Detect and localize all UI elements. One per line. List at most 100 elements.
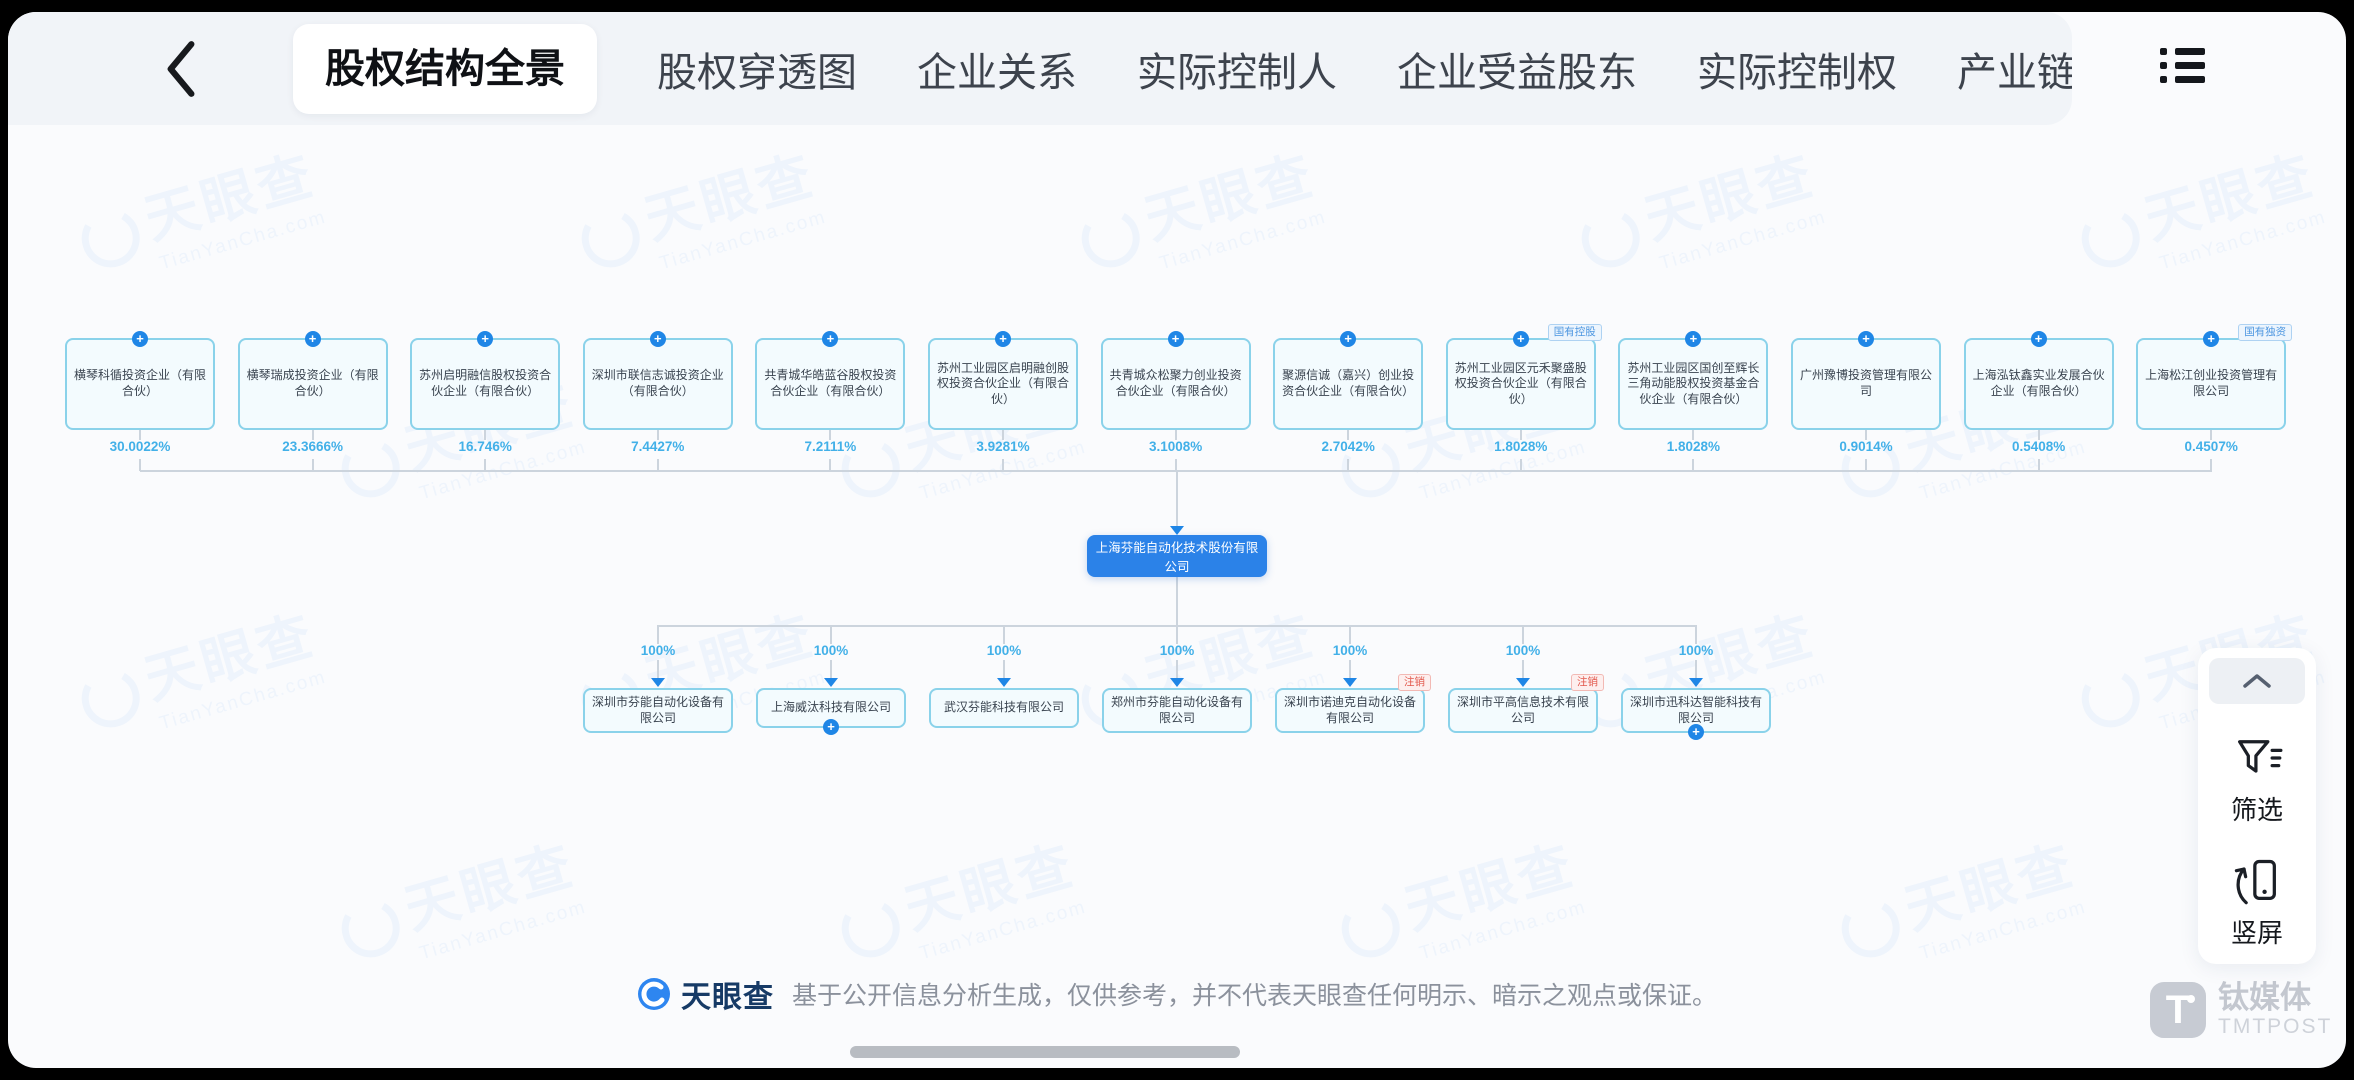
connector-line xyxy=(1347,459,1350,471)
connector-line xyxy=(139,459,141,471)
filter-funnel-icon xyxy=(2238,740,2283,773)
ownership-percent: 100% xyxy=(1505,643,1541,658)
tab-item[interactable]: 实际控制人 xyxy=(1137,50,1337,95)
tab-item[interactable]: 产业链图 xyxy=(1957,50,2072,95)
rotate-screen-tool-button[interactable]: 竖屏 xyxy=(2231,855,2283,950)
subsidiary-node[interactable]: 深圳市平高信息技术有限公司 注销 xyxy=(1448,674,1604,734)
shareholder-node[interactable]: 苏州工业园区国创至辉长三角动能股权投资基金合伙企业（有限合伙）+ xyxy=(1618,331,1769,430)
shareholder-cell: 上海松江创业投资管理有限公司 + 国有独资 xyxy=(2136,324,2293,430)
subsidiary-node[interactable]: 上海威汰科技有限公司+ xyxy=(756,688,906,735)
connector-line xyxy=(1176,625,1178,644)
filter-tool-button[interactable]: 筛选 xyxy=(2231,732,2283,827)
tab-item[interactable]: 企业受益股东 xyxy=(1397,50,1637,95)
disclaimer-text: 基于公开信息分析生成，仅供参考，并不代表天眼查任何明示、暗示之观点或保证。 xyxy=(791,982,1717,1010)
tab-item[interactable]: 企业关系 xyxy=(917,50,1077,95)
shareholder-cell: 苏州启明融信股权投资合伙企业（有限合伙）+ xyxy=(410,331,561,430)
shareholder-node[interactable]: 横琴瑞成投资企业（有限合伙）+ xyxy=(237,331,388,430)
subsidiary-node[interactable]: 深圳市芬能自动化设备有限公司 xyxy=(583,688,733,734)
status-tag: 注销 xyxy=(1571,674,1604,692)
expand-plus-icon[interactable]: + xyxy=(1688,724,1704,741)
subsidiary-node-label: 深圳市平高信息技术有限公司 xyxy=(1456,695,1589,725)
shareholder-cell: 苏州工业园区元禾聚盛股权投资合伙企业（有限合伙）+国有控股 xyxy=(1445,324,1602,430)
subsidiary-cell: 深圳市迅科达智能科技有限公司+ xyxy=(1621,688,1771,741)
tab-item[interactable]: 实际控制权 xyxy=(1697,50,1897,95)
subsidiary-node-label: 深圳市诺迪克自动化设备有限公司 xyxy=(1283,695,1416,725)
shareholder-node[interactable]: 深圳市联信志诚投资企业（有限合伙） + xyxy=(582,331,733,430)
shareholder-node-label: 深圳市联信志诚投资企业（有限合伙） xyxy=(591,368,724,398)
subsidiary-cell: 深圳市诺迪克自动化设备有限公司 注销 xyxy=(1275,674,1431,734)
shareholder-percent: 3.1008% xyxy=(1148,439,1203,454)
tmtpost-name: 钛媒体 xyxy=(2218,980,2311,1015)
rotate-label: 竖屏 xyxy=(2230,918,2283,948)
expand-plus-icon[interactable]: + xyxy=(2203,331,2220,347)
expand-plus-icon[interactable]: + xyxy=(477,331,494,347)
connector-line xyxy=(1865,459,1867,471)
expand-plus-icon[interactable]: + xyxy=(1340,331,1357,347)
list-menu-button[interactable] xyxy=(2160,48,2212,94)
connector-line xyxy=(2210,430,2213,440)
shareholder-node-label: 共青城华皓蓝谷股权投资合伙企业（有限合伙） xyxy=(764,368,897,398)
shareholder-node[interactable]: 共青城华皓蓝谷股权投资合伙企业（有限合伙） + xyxy=(755,331,906,430)
connector-line xyxy=(1002,430,1004,440)
horizontal-scrollbar[interactable] xyxy=(850,1046,1240,1058)
chevron-up-icon xyxy=(2243,674,2271,688)
shareholder-node[interactable]: 苏州启明融信股权投资合伙企业（有限合伙）+ xyxy=(410,331,561,430)
expand-plus-icon[interactable]: + xyxy=(1858,331,1874,347)
shareholder-node[interactable]: 上海泓钛鑫实业发展合伙企业（有限合伙）+ xyxy=(1963,331,2114,430)
subsidiary-node[interactable]: 郑州市芬能自动化设备有限公司 xyxy=(1102,688,1252,734)
shareholder-node[interactable]: 苏州工业园区元禾聚盛股权投资合伙企业（有限合伙）+国有控股 xyxy=(1445,324,1602,430)
equity-structure-canvas[interactable]: 30.0022% 横琴科循投资企业（有限合伙）+ 23.3666% 横琴瑞成投资企业（… xyxy=(8,12,2346,1068)
back-button[interactable] xyxy=(160,38,200,100)
shareholder-node[interactable]: 共青城众松聚力创业投资合伙企业（有限合伙）+ xyxy=(1100,331,1251,430)
shareholder-cell: 深圳市联信志诚投资企业（有限合伙） + xyxy=(582,331,733,430)
expand-plus-icon[interactable]: + xyxy=(822,331,839,347)
subsidiary-node[interactable]: 武汉芬能科技有限公司 xyxy=(929,688,1079,728)
shareholder-percent: 23.3666% xyxy=(282,439,343,454)
subsidiary-node-label: 武汉芬能科技有限公司 xyxy=(943,700,1064,715)
expand-plus-icon[interactable]: + xyxy=(1512,331,1529,347)
company-node[interactable]: 上海芬能自动化技术股份有限公司 xyxy=(1087,535,1267,577)
expand-plus-icon[interactable]: + xyxy=(1167,331,1184,347)
expand-plus-icon[interactable]: + xyxy=(132,331,148,347)
tab-item-active[interactable]: 股权结构全景 xyxy=(293,23,597,114)
shareholder-node[interactable]: 横琴科循投资企业（有限合伙）+ xyxy=(65,331,215,430)
connector-line xyxy=(656,459,659,471)
status-tag: 注销 xyxy=(1398,674,1431,692)
expand-plus-icon[interactable]: + xyxy=(823,719,839,735)
connector-line xyxy=(1692,430,1695,440)
subsidiary-cell: 郑州市芬能自动化设备有限公司 xyxy=(1102,688,1252,734)
shareholder-node[interactable]: 苏州工业园区启明融创股权投资合伙企业（有限合伙）+ xyxy=(928,331,1078,430)
connector-line xyxy=(829,430,832,440)
connector-line xyxy=(2210,459,2213,471)
expand-plus-icon[interactable]: + xyxy=(649,331,666,347)
tab-item[interactable]: 股权穿透图 xyxy=(657,50,857,95)
shareholder-node[interactable]: 聚源信诚（嘉兴）创业投资合伙企业（有限合伙）+ xyxy=(1273,331,1424,430)
shareholder-node[interactable]: 广州豫博投资管理有限公司+ xyxy=(1791,331,1941,430)
connector-line xyxy=(1695,660,1697,678)
shareholder-cell: 横琴科循投资企业（有限合伙）+ xyxy=(65,331,215,430)
expand-plus-icon[interactable]: + xyxy=(304,331,321,347)
arrow-down-icon xyxy=(824,678,838,687)
shareholder-node[interactable]: 上海松江创业投资管理有限公司 + 国有独资 xyxy=(2136,324,2293,430)
connector-line xyxy=(830,660,832,678)
tab-bar: 股权结构全景 股权穿透图 企业关系 实际控制人 企业受益股东 实际控制权 产业链图 xyxy=(293,12,2072,125)
shareholder-percent: 3.9281% xyxy=(976,439,1030,454)
subsidiary-cell: 深圳市芬能自动化设备有限公司 xyxy=(583,688,733,734)
collapse-panel-button[interactable] xyxy=(2209,658,2305,704)
ownership-percent: 100% xyxy=(813,643,849,658)
shareholder-percent: 30.0022% xyxy=(109,439,171,454)
shareholder-cell: 聚源信诚（嘉兴）创业投资合伙企业（有限合伙）+ xyxy=(1273,331,1424,430)
connector-line xyxy=(1865,430,1867,440)
connector-line xyxy=(2037,430,2040,440)
subsidiary-node[interactable]: 深圳市迅科达智能科技有限公司+ xyxy=(1621,688,1771,741)
shareholder-percent: 0.4507% xyxy=(2184,439,2238,454)
shareholder-cell: 上海泓钛鑫实业发展合伙企业（有限合伙）+ xyxy=(1963,331,2114,430)
subsidiary-node[interactable]: 深圳市诺迪克自动化设备有限公司 注销 xyxy=(1275,674,1431,734)
list-icon xyxy=(2160,48,2212,55)
expand-plus-icon[interactable]: + xyxy=(1685,331,1702,347)
expand-plus-icon[interactable]: + xyxy=(2030,331,2047,347)
shareholder-node-label: 上海松江创业投资管理有限公司 xyxy=(2145,368,2278,398)
expand-plus-icon[interactable]: + xyxy=(995,331,1011,347)
status-tag: 国有独资 xyxy=(2238,324,2293,342)
